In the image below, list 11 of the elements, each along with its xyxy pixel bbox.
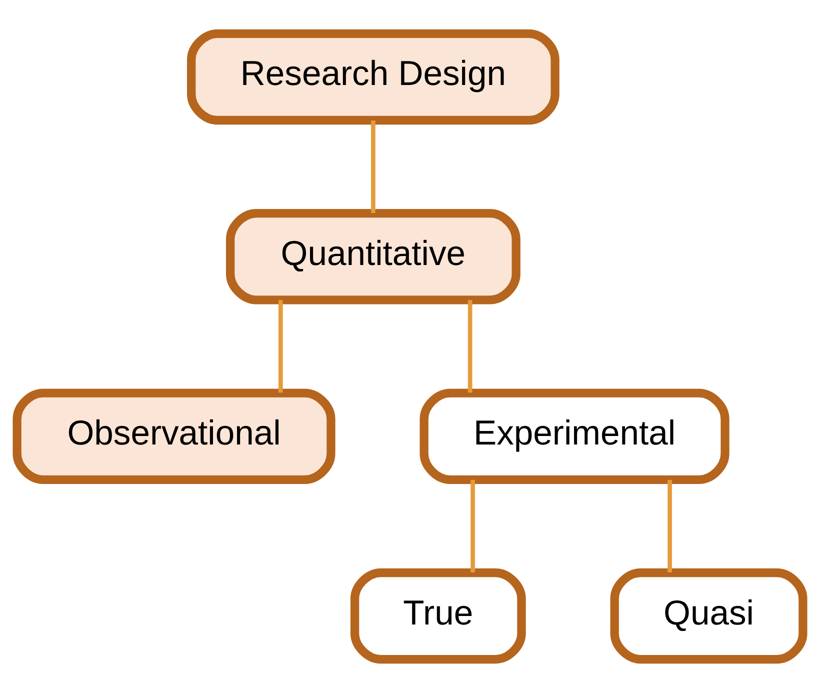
- connector: [371, 120, 376, 212]
- node-box: Observational: [12, 388, 336, 484]
- connector: [668, 479, 672, 572]
- node-box: True: [350, 568, 526, 664]
- node-box: Research Design: [187, 28, 560, 124]
- connector: [468, 300, 472, 392]
- node-box: Experimental: [420, 388, 730, 484]
- connector: [278, 300, 283, 392]
- node-box: Quasi: [610, 568, 808, 664]
- connector: [470, 479, 475, 572]
- node-box: Quantitative: [226, 208, 520, 304]
